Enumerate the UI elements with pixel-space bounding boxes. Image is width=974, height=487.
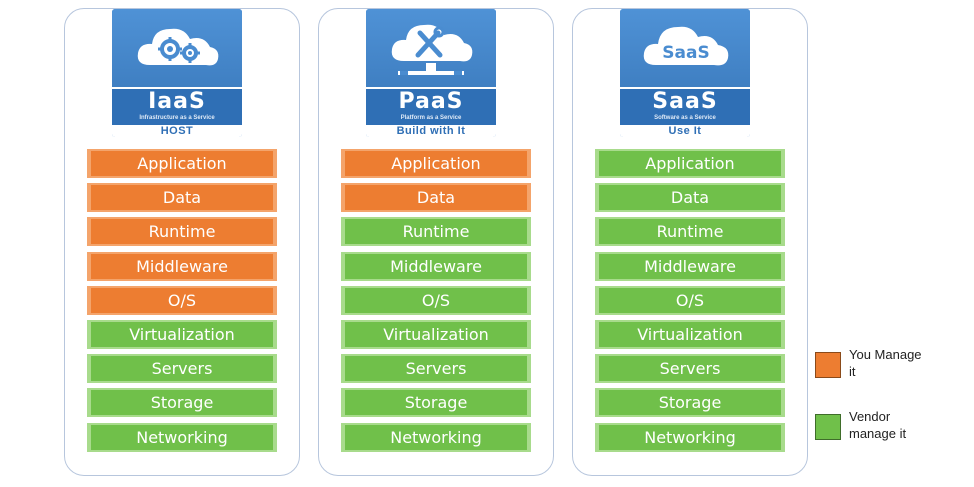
layer-middleware: Middleware	[87, 251, 277, 281]
layer-data: Data	[341, 183, 531, 213]
layer-virtualization: Virtualization	[595, 319, 785, 349]
saas-column: SaaS SaaS Software as a Service Use It A…	[572, 8, 808, 476]
layer-stack: Application Data Runtime Middleware O/S …	[595, 149, 785, 457]
paas-badge: PaaS Platform as a Service Build with It	[366, 9, 496, 137]
service-name: IaaS	[148, 89, 206, 114]
layer-middleware: Middleware	[595, 251, 785, 281]
service-tagline: Software as a Service	[654, 115, 716, 121]
layer-runtime: Runtime	[595, 217, 785, 247]
layer-stack: Application Data Runtime Middleware O/S …	[341, 149, 531, 457]
service-name: PaaS	[398, 89, 464, 114]
layer-servers: Servers	[341, 354, 531, 384]
service-tagline: Platform as a Service	[400, 115, 462, 121]
layer-storage: Storage	[87, 388, 277, 418]
layer-middleware: Middleware	[341, 251, 531, 281]
layer-os: O/S	[595, 285, 785, 315]
legend-swatch-green	[815, 414, 841, 440]
cloud-tools-icon	[391, 24, 473, 75]
iaas-column: IaaS Infrastructure as a Service HOST Ap…	[64, 8, 300, 476]
legend-swatch-orange	[815, 352, 841, 378]
layer-networking: Networking	[595, 422, 785, 452]
iaas-badge: IaaS Infrastructure as a Service HOST	[112, 9, 242, 137]
layer-application: Application	[595, 149, 785, 178]
cloud-gears-icon	[137, 28, 219, 66]
service-tagline: Infrastructure as a Service	[139, 115, 215, 121]
layer-data: Data	[87, 183, 277, 213]
paas-column: PaaS Platform as a Service Build with It…	[318, 8, 554, 476]
layer-virtualization: Virtualization	[341, 319, 531, 349]
layer-networking: Networking	[341, 422, 531, 452]
layer-application: Application	[87, 149, 277, 178]
service-subtitle: Use It	[620, 125, 750, 137]
layer-runtime: Runtime	[87, 217, 277, 247]
legend-label: You Manage it	[849, 347, 922, 379]
service-subtitle: HOST	[112, 125, 242, 137]
layer-virtualization: Virtualization	[87, 319, 277, 349]
layer-servers: Servers	[595, 354, 785, 384]
layer-networking: Networking	[87, 422, 277, 452]
layer-storage: Storage	[595, 388, 785, 418]
layer-runtime: Runtime	[341, 217, 531, 247]
layer-os: O/S	[341, 285, 531, 315]
layer-storage: Storage	[341, 388, 531, 418]
layer-data: Data	[595, 183, 785, 213]
cloud-label: SaaS	[662, 43, 709, 63]
cloud-saas-icon: SaaS	[643, 26, 729, 66]
legend-you-manage: You Manage it	[815, 346, 929, 380]
layer-application: Application	[341, 149, 531, 178]
legend-label: Vendor manage it	[849, 409, 907, 441]
layer-os: O/S	[87, 285, 277, 315]
service-subtitle: Build with It	[366, 125, 496, 137]
layer-servers: Servers	[87, 354, 277, 384]
legend-vendor-manage: Vendor manage it	[815, 408, 929, 442]
saas-badge: SaaS SaaS Software as a Service Use It	[620, 9, 750, 137]
service-name: SaaS	[652, 89, 718, 114]
layer-stack: Application Data Runtime Middleware O/S …	[87, 149, 277, 457]
